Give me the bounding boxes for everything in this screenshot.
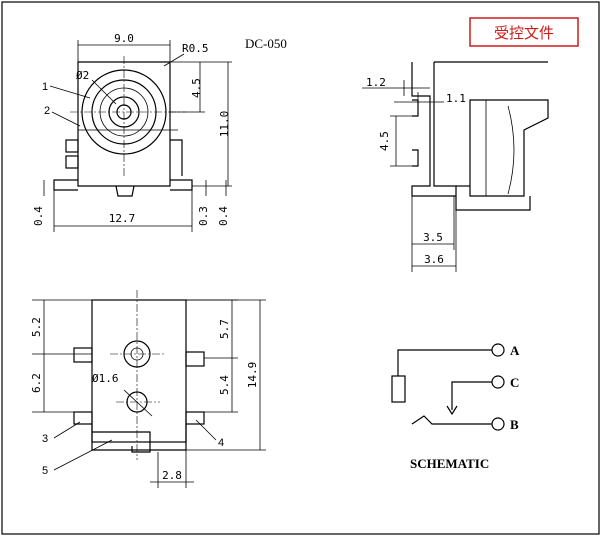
side-back-plate: [411, 62, 457, 197]
side-body: [469, 99, 549, 197]
schematic-label: SCHEMATIC: [410, 456, 489, 471]
dim-bottom-upper: 5.2: [30, 317, 43, 337]
top-center-tab: [115, 185, 135, 197]
bottom-pin-5: [92, 431, 151, 453]
schem-wire-b: [411, 415, 492, 425]
dim-bottom-right-lower: 5.4: [218, 375, 231, 395]
pin-label-a: A: [510, 343, 520, 358]
callout-2: 2: [44, 105, 50, 117]
schem-terminal-c: [491, 375, 505, 389]
top-foot-left: [53, 179, 78, 191]
side-view: 1.2 1.1 4.5 3.5 3.6: [362, 61, 549, 272]
dim-hole-top: Ø2: [76, 69, 89, 82]
dim-pin-width: 1.1: [446, 92, 466, 105]
bottom-tab-left: [73, 347, 93, 363]
top-pin-tab-upper: [65, 139, 79, 153]
side-base: [455, 196, 531, 211]
pin-label-b: B: [510, 417, 519, 432]
top-foot-right: [170, 179, 193, 191]
schem-terminal-a: [491, 343, 505, 357]
dim-foot-left: 0.4: [32, 206, 45, 226]
stamp-box: [469, 17, 579, 47]
side-curve: [507, 105, 515, 195]
callout-1: 1: [42, 81, 48, 93]
bottom-body-outline: [91, 299, 187, 443]
side-pin-lower: [412, 149, 419, 167]
bottom-view: 5.2 6.2 Ø1.6 5.7 5.4 14.9 2.8 3 4 5: [30, 290, 266, 488]
dim-depth-b: 3.6: [424, 253, 444, 266]
dim-base-width: 12.7: [109, 212, 136, 225]
bottom-tab-right: [185, 351, 205, 367]
dim-width: 9.0: [114, 32, 134, 45]
schem-terminal-b: [491, 417, 505, 431]
bottom-pad-right: [185, 411, 205, 425]
dim-hole-bottom: Ø1.6: [92, 372, 119, 385]
pin-label-c: C: [510, 375, 519, 390]
callout-5: 5: [42, 465, 48, 477]
dim-foot-right: 0.4: [217, 206, 230, 226]
stamp-text: 受控文件: [494, 24, 554, 42]
dim-bottom-total: 14.9: [246, 362, 259, 389]
schem-arrow-c: [446, 405, 458, 416]
dim-hole-offset: 4.5: [190, 78, 203, 98]
dim-height: 11.0: [218, 111, 231, 138]
dim-foot-gap: 0.3: [197, 206, 210, 226]
bottom-base-rail: [91, 424, 187, 451]
top-pin-tab-lower: [65, 155, 79, 169]
callout-3: 3: [42, 433, 48, 445]
top-right-lead: [170, 139, 183, 176]
callout-4: 4: [218, 437, 224, 449]
dim-pin-offset: 1.2: [366, 76, 386, 89]
dim-depth-a: 3.5: [423, 231, 443, 244]
bottom-pad-left: [73, 411, 93, 425]
part-title: DC-050: [245, 36, 287, 51]
dim-pin-height: 4.5: [378, 131, 391, 151]
schem-wire-a: [397, 349, 492, 376]
dim-bottom-right-upper: 5.7: [218, 319, 231, 339]
schem-wire-c: [451, 381, 492, 410]
schem-contact: [391, 375, 406, 403]
dim-pin-pitch: 2.8: [162, 469, 182, 482]
side-pin-upper: [412, 99, 419, 117]
top-view: 9.0 R0.5 Ø2 4.5 11.0 12.7 0.4 0.3 0.4 1: [32, 32, 232, 232]
dim-radius: R0.5: [182, 42, 209, 55]
dim-bottom-lower: 6.2: [30, 373, 43, 393]
schematic: A C B SCHEMATIC: [391, 343, 520, 471]
